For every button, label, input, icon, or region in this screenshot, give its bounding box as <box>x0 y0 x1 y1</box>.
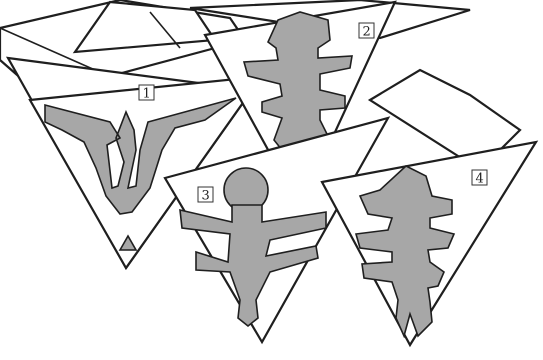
panel-2-label: 2 <box>363 25 371 40</box>
panel-4-label: 4 <box>476 172 484 187</box>
panel-1-label: 1 <box>143 87 151 102</box>
panel-3-label: 3 <box>202 189 210 204</box>
